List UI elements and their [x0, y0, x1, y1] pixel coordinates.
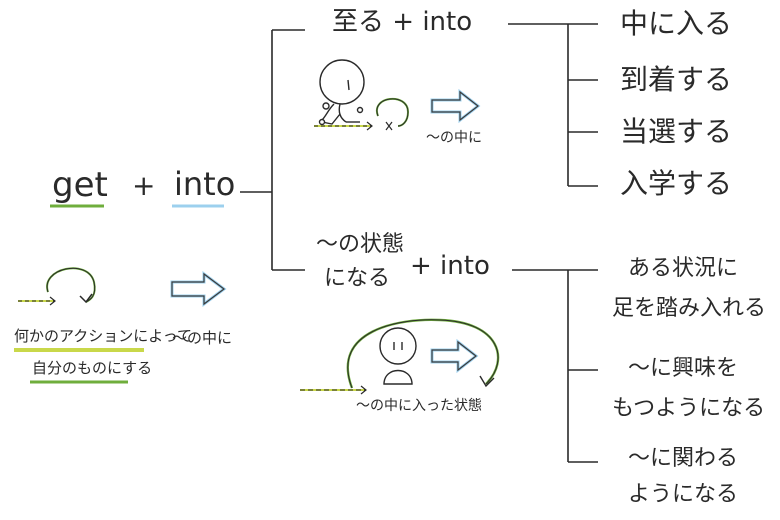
bottom-meanings-bracket [512, 269, 598, 463]
left-hollow-arrow-icon [170, 271, 227, 307]
left-arrow-caption: 〜の中に [172, 329, 233, 347]
top-meaning-4: 入学する [620, 167, 733, 200]
enclosure-loop-figure [300, 318, 500, 395]
word-into: into [174, 165, 236, 203]
top-meaning-1: 中に入る [620, 7, 733, 40]
left-loop-figure [18, 267, 96, 306]
left-caption-line1: 何かのアクションによって [14, 327, 193, 345]
bottom-meaning-2-line2: もつようになる [612, 396, 766, 421]
bottom-label-line1: 〜の状態 [316, 232, 405, 257]
bottom-meaning-3-line2: ようになる [628, 482, 739, 507]
left-caption-line2: 自分のものにする [32, 359, 153, 377]
bottom-label-line2: になる [324, 266, 391, 291]
bottom-hollow-arrow-icon [430, 338, 479, 374]
bottom-meaning-2-line1: 〜に興味を [628, 356, 739, 381]
bottom-meaning-1-line1: ある状況に [628, 256, 739, 281]
plus-sign: + [132, 169, 156, 202]
word-get: get [52, 165, 108, 205]
bottom-figure-caption: 〜の中に入った状態 [356, 398, 482, 414]
top-meaning-2: 到着する [620, 63, 733, 96]
top-arrow-caption: 〜の中に [426, 130, 482, 146]
bottom-meaning-3-line1: 〜に関わる [628, 446, 739, 471]
top-meaning-3: 当選する [620, 115, 733, 148]
bottom-label-plus-into: + into [410, 251, 490, 281]
top-meanings-bracket [508, 23, 598, 187]
top-loop-figure [314, 97, 410, 131]
walking-person-figure [318, 59, 365, 126]
top-branch-label: 至る + into [332, 7, 473, 37]
bottom-meaning-1-line2: 足を踏み入れる [612, 296, 767, 321]
top-hollow-arrow-icon [430, 88, 481, 124]
main-bracket [240, 29, 305, 271]
standing-person-figure [379, 327, 417, 385]
